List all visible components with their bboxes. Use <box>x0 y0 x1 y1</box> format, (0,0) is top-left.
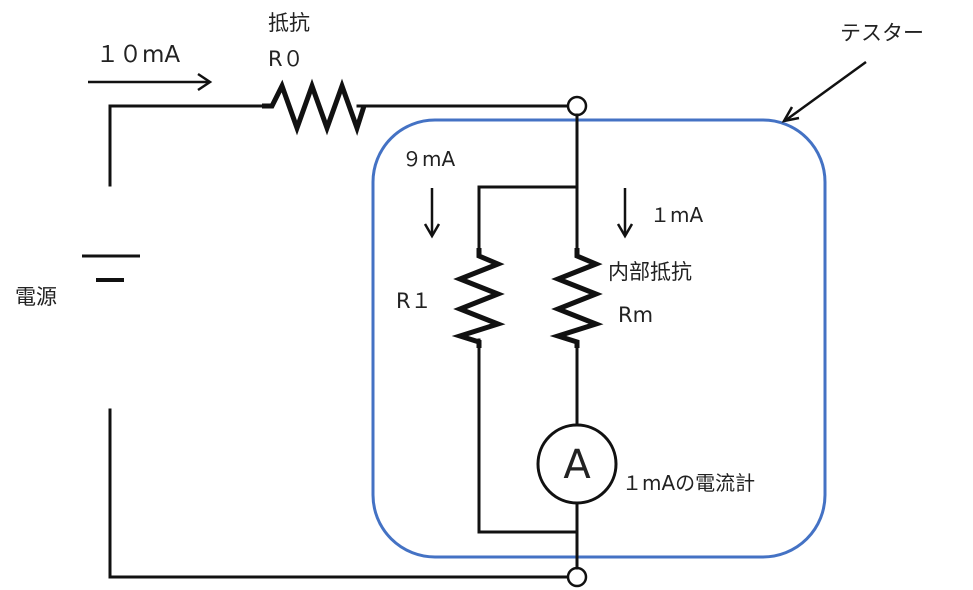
arrow-tester-pointer <box>781 60 867 123</box>
label-r1-symbol: R１ <box>396 289 432 313</box>
label-r0-symbol: R０ <box>268 47 304 71</box>
ammeter <box>536 423 618 505</box>
resistor-r1 <box>451 248 506 348</box>
arrow-rm-current <box>616 188 634 239</box>
label-internal-resistance: 内部抵抗 <box>608 260 692 284</box>
label-r0-name: 抵抗 <box>268 11 310 35</box>
arrow-r1-current <box>423 188 441 239</box>
label-tester: テスター <box>840 21 924 45</box>
label-rm-symbol: Rm <box>618 303 653 327</box>
terminal-top <box>566 95 588 117</box>
resistor-r0 <box>262 78 367 136</box>
ammeter-symbol: A <box>563 442 591 488</box>
wire-bottom <box>108 408 570 579</box>
wire-r1-top <box>477 185 579 252</box>
label-branch-current-r1: ９mA <box>402 147 455 171</box>
label-ammeter-desc: １mAの電流計 <box>622 471 755 495</box>
wire-top-left <box>108 104 270 187</box>
terminal-bottom <box>566 566 588 588</box>
label-power-source: 電源 <box>15 285 57 309</box>
tester-box <box>371 118 827 559</box>
label-branch-current-rm: １mA <box>650 203 703 227</box>
arrow-main-current <box>88 72 213 92</box>
label-main-current: １０mA <box>96 42 180 68</box>
resistor-rm <box>549 248 604 348</box>
